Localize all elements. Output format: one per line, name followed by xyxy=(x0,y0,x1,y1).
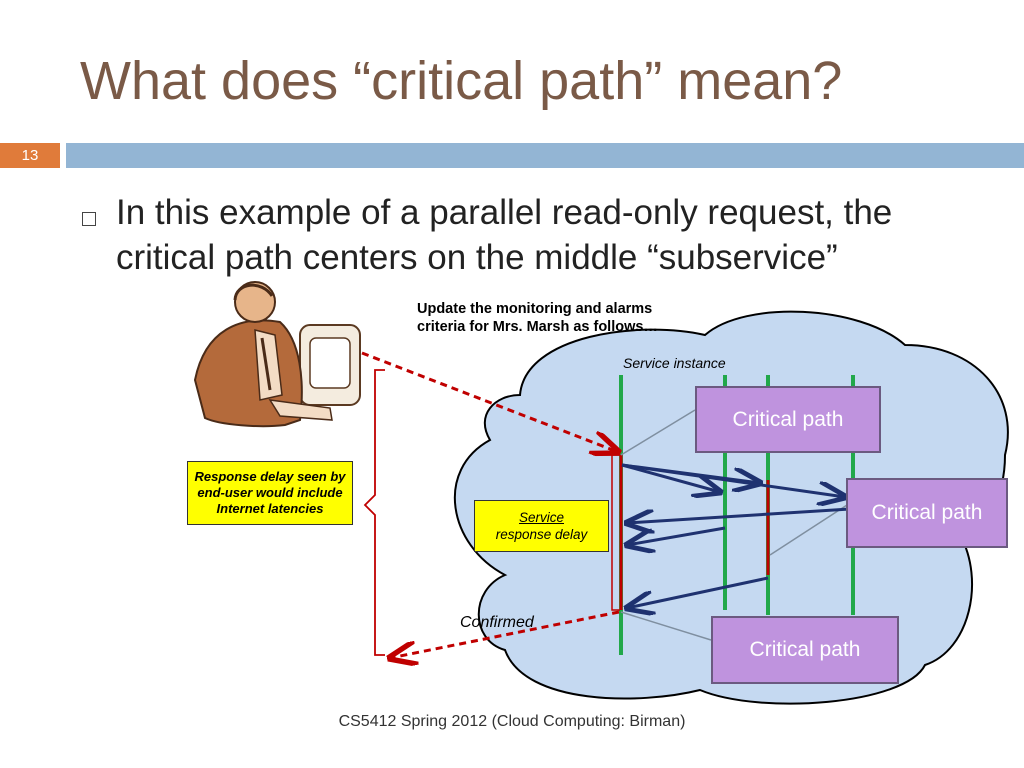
update-note: Update the monitoring and alarms criteri… xyxy=(417,301,658,335)
service-instance-label: Service instance xyxy=(623,355,726,371)
service-response-delay-note: Service response delay xyxy=(474,500,609,552)
page-title: What does “critical path” mean? xyxy=(80,51,843,111)
arrow-reply-3 xyxy=(627,576,769,608)
dashed-request-arrow xyxy=(361,351,618,452)
critical-path-box-top: Critical path xyxy=(695,386,881,453)
service-word: Service xyxy=(518,510,564,525)
critical-path-box-right: Critical path xyxy=(846,478,1008,548)
critical-path-box-bottom: Critical path xyxy=(711,616,899,684)
arrow-request-3 xyxy=(621,463,845,497)
confirmed-label: Confirmed xyxy=(460,614,534,631)
connector-top xyxy=(620,409,696,456)
arrow-reply-1 xyxy=(627,507,851,523)
bullet-text: In this example of a parallel read-only … xyxy=(116,193,893,277)
person-at-computer-icon xyxy=(193,281,361,428)
service-response-delay-text: response delay xyxy=(495,527,588,542)
bullet-square-icon xyxy=(82,212,96,226)
arrow-reply-2 xyxy=(627,526,726,545)
slide-number: 13 xyxy=(0,143,60,168)
arrow-request-1 xyxy=(621,463,720,492)
footer: CS5412 Spring 2012 (Cloud Computing: Bir… xyxy=(338,713,686,730)
title-bar xyxy=(66,143,1024,168)
response-delay-note: Response delay seen by end-user would in… xyxy=(187,461,353,525)
dashed-response-arrow xyxy=(390,610,620,658)
connector-right xyxy=(769,504,848,556)
connector-bottom xyxy=(620,611,712,641)
brace-icon xyxy=(363,369,385,656)
